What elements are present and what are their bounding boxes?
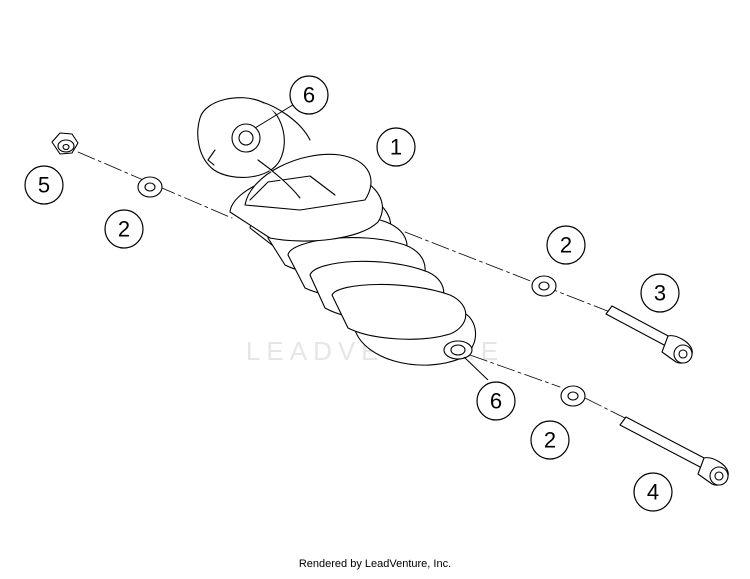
nut-part [51,132,79,155]
upper-axis-line [77,151,611,313]
callout-circle-1 [376,127,416,167]
callout-circle-2-right-upper [546,225,586,265]
lower-bolt-part [619,416,729,486]
callout-number-1: 1 [390,135,402,160]
washer-part-upper-right [531,275,557,297]
callout-number-4: 4 [647,480,659,505]
leader-line-6-bottom [463,356,489,381]
callout-circle-3 [640,273,680,313]
callout-number-5: 5 [38,173,50,198]
callout-number-2-right-lower: 2 [544,428,556,453]
callout-circle-6-bottom [476,381,516,421]
leader-line-6-top [254,102,297,129]
callout-circle-4 [633,472,673,512]
upper-bolt-part [605,305,693,364]
callout-number-6-bottom: 6 [490,389,502,414]
callout-number-3: 3 [654,281,666,306]
callout-circle-5 [24,165,64,205]
lower-axis-line [469,354,626,419]
washer-part-upper-left [137,176,163,198]
washer-part-lower-right [560,385,586,407]
callout-number-2-left: 2 [118,217,130,242]
callout-circle-2-right-lower [530,420,570,460]
callout-number-6-top: 6 [303,83,315,108]
callout-circle-2-left [104,209,144,249]
callout-circle-6-top [289,75,329,115]
callout-number-2-right-upper: 2 [560,233,572,258]
rendered-by-credit: Rendered by LeadVenture, Inc. [298,558,452,570]
shock-absorber-part [197,97,477,366]
